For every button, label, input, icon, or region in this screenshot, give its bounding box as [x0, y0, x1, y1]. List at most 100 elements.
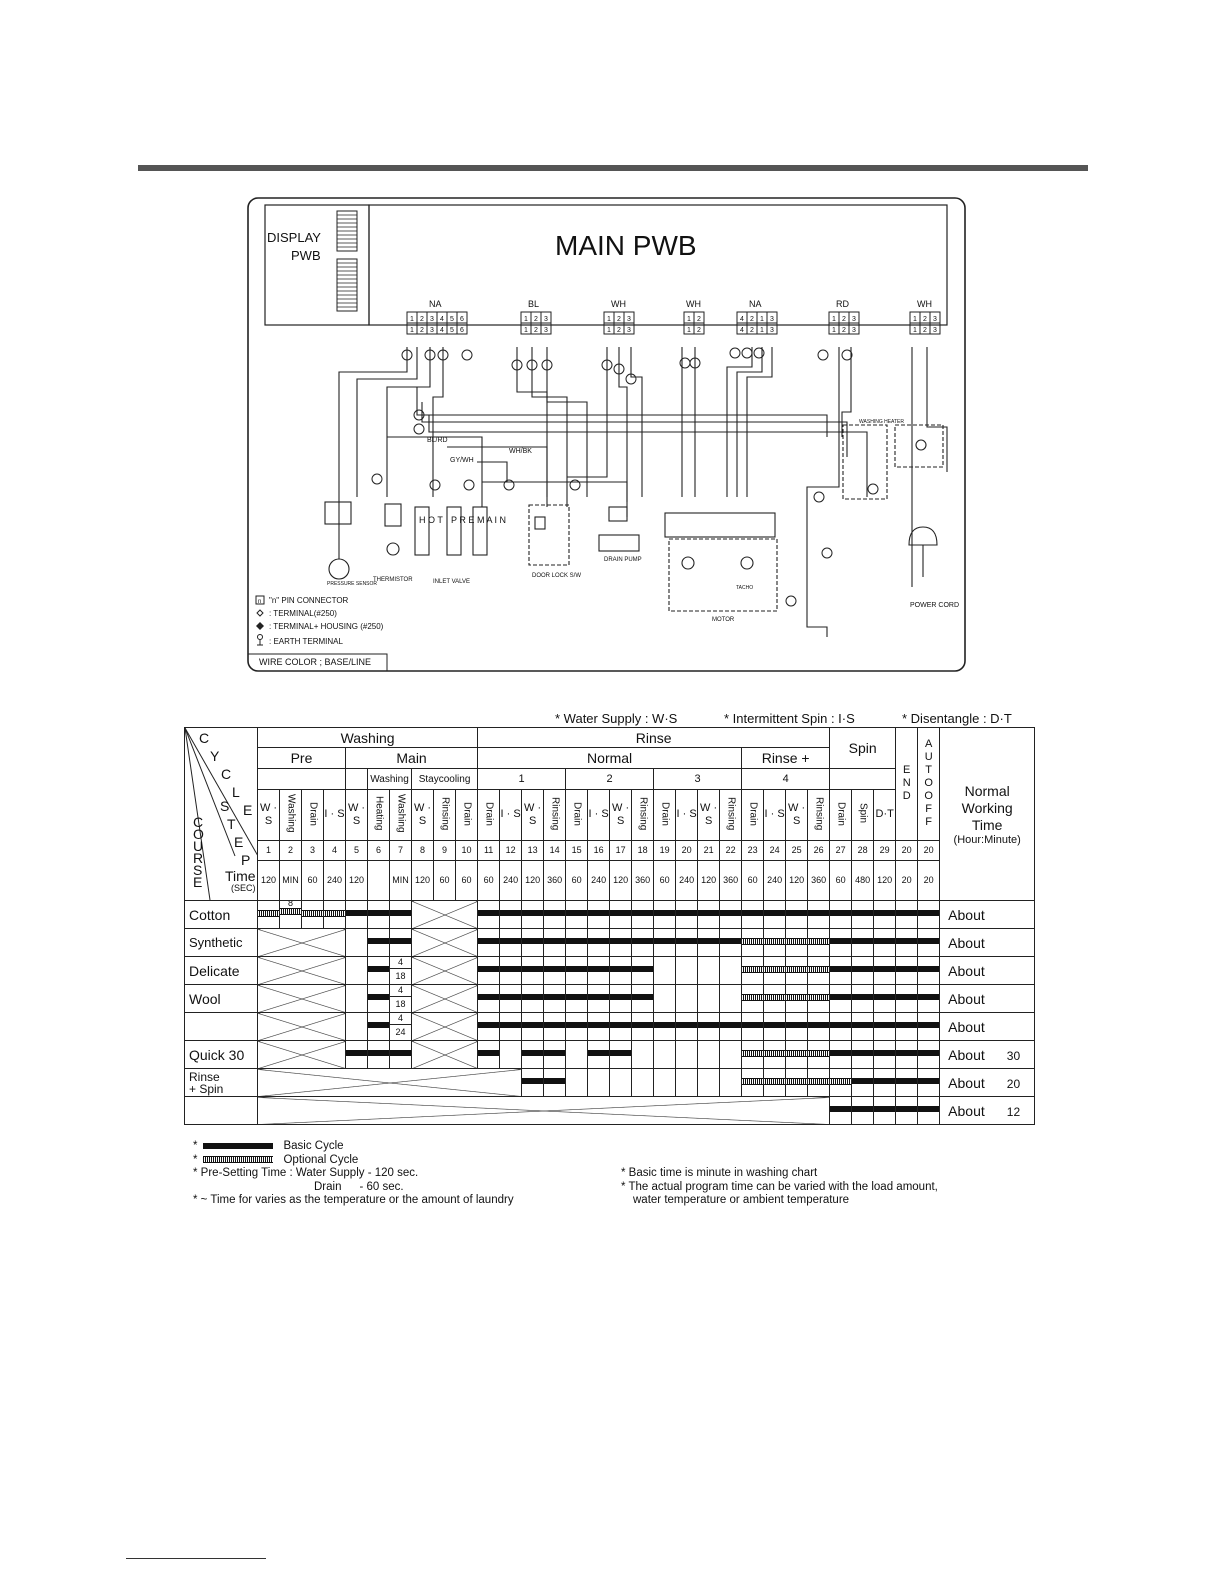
svg-text:4: 4 [440, 316, 444, 323]
course-na-cell [410, 956, 479, 985]
step-number-4: 5 [345, 839, 368, 861]
basic-cycle-bar [918, 938, 939, 944]
basic-cycle-bar [852, 1078, 873, 1084]
terminal-bubble-17 [413, 409, 425, 421]
basic-cycle-bar [632, 994, 653, 1000]
basic-cycle-bar [852, 1022, 873, 1028]
step-name-text-24: I · S [764, 808, 785, 821]
svg-text:1: 1 [524, 316, 528, 323]
course-cell [873, 1040, 897, 1069]
about-label: About [948, 962, 985, 979]
course-cell [917, 928, 941, 957]
terminal-bubble-1 [424, 349, 436, 361]
inlet-valve-label: INLET VALVE [433, 579, 470, 585]
header-main-washing: Washing [367, 768, 412, 791]
course-name-5: Quick 30 [184, 1040, 258, 1069]
step-name-text-17: W · S [612, 801, 630, 827]
course-cell [565, 928, 589, 957]
basic-cycle-bar [610, 938, 631, 944]
course-name-4 [184, 1012, 258, 1041]
optional-cycle-bar [786, 994, 807, 1001]
basic-cycle-bar [874, 994, 895, 1000]
basic-cycle-bar [478, 910, 499, 916]
svg-text:3: 3 [852, 327, 856, 334]
about-label: About [948, 934, 985, 951]
step-name-20: I · S [675, 789, 699, 841]
washing-time-note-b: 18 [395, 999, 406, 1009]
basic-cycle-bar [874, 966, 895, 972]
basic-cycle-bar [830, 994, 851, 1000]
step-name-text-18: Rinsing [637, 796, 649, 831]
course-cell [631, 900, 655, 929]
step-time-0: 120 [257, 859, 280, 902]
legend-actual-time-2: water temperature or ambient temperature [633, 1194, 850, 1206]
valve-pre-label: P R E [451, 515, 474, 525]
course-cell [543, 1040, 567, 1069]
course-name-2: Delicate [184, 956, 258, 985]
svg-text:1: 1 [410, 316, 414, 323]
basic-cycle-bar [896, 1050, 917, 1056]
key-earth: : EARTH TERMINAL [269, 637, 343, 646]
basic-cycle-bar [610, 966, 631, 972]
step-time-5 [367, 859, 390, 902]
svg-text:4: 4 [740, 316, 744, 323]
step-name-text-20: I · S [676, 808, 697, 821]
step-name-15: Drain [565, 789, 589, 841]
step-name-3: Drain [301, 789, 324, 841]
basic-cycle-bar [478, 1050, 499, 1056]
course-cell [543, 928, 567, 957]
step-number-2: 3 [301, 839, 324, 861]
about-minutes [985, 937, 1007, 951]
step-number-19: 20 [675, 839, 699, 861]
nwt-line-3: Time [971, 816, 1003, 833]
svg-text:2: 2 [617, 316, 621, 323]
course-cell [763, 984, 787, 1013]
course-cell [763, 1068, 787, 1097]
course-cell [697, 900, 721, 929]
course-cell [829, 956, 853, 985]
terminal-bubble-4 [511, 359, 523, 371]
optional-cycle-bar [786, 938, 807, 945]
course-cell [609, 928, 633, 957]
optional-cycle-bar [764, 938, 785, 945]
course-na-cell [410, 984, 479, 1013]
legend-star-2: * [193, 1153, 198, 1166]
basic-cycle-bar [368, 1022, 389, 1028]
subsub-spin-empty [829, 768, 897, 790]
basic-cycle-bar [522, 1078, 543, 1084]
step-name-7: Washing [389, 789, 412, 841]
course-cell [631, 956, 655, 985]
connector-group: NA112233445566BL112233WH112233WH1122NA44… [406, 299, 941, 335]
course-cell [499, 956, 523, 985]
step-name-18: Rinsing [631, 789, 655, 841]
step-name-22: Rinsing [719, 789, 743, 841]
step-time-21: 360 [719, 859, 743, 902]
terminal-bubble-22 [503, 479, 515, 491]
basic-cycle-bar [566, 994, 587, 1000]
legend-star-1: * [193, 1140, 198, 1152]
course-cell [785, 928, 809, 957]
about-label: About [948, 906, 985, 923]
basic-cycle-bar [742, 910, 763, 916]
course-cell [763, 928, 787, 957]
course-na-cell [257, 1040, 346, 1069]
basic-cycle-bar [742, 1022, 763, 1028]
legend-left: *Basic Cycle *Optional Cycle * Pre-Setti… [193, 1140, 514, 1208]
course-cell [565, 1040, 589, 1069]
course-cell [741, 928, 765, 957]
course-cell [807, 984, 831, 1013]
wire-color-divider [248, 653, 388, 671]
terminal-bubble-27 [785, 595, 797, 607]
wire-label-gywh: GY/WH [450, 457, 474, 464]
basic-cycle-bar [632, 938, 653, 944]
optional-cycle-bar [764, 966, 785, 973]
course-cell [631, 984, 655, 1013]
course-cell [851, 956, 875, 985]
step-name-text-25: W · S [788, 801, 806, 827]
course-cell [895, 1012, 919, 1041]
